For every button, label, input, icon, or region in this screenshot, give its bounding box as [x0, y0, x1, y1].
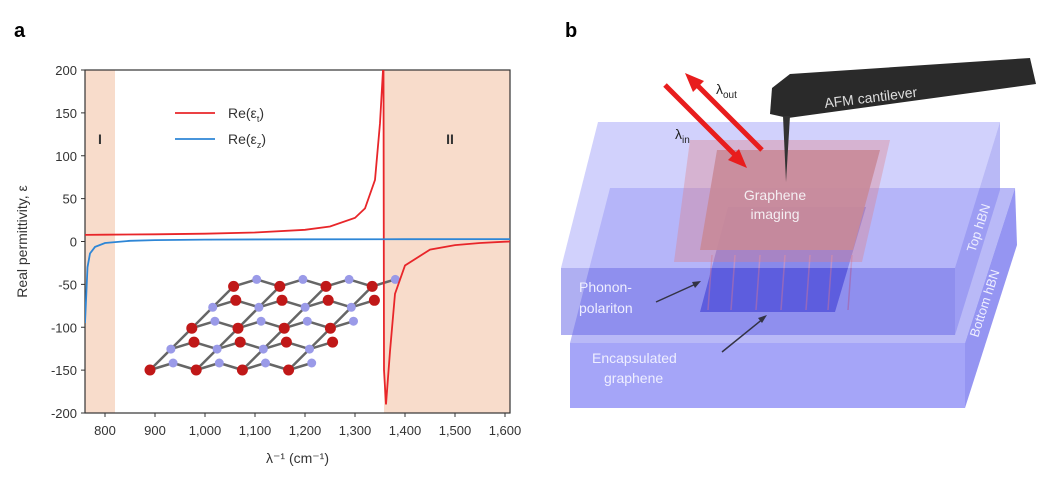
y-axis-title: Real permittivity, ε — [14, 185, 30, 298]
phonon-polariton-label-2: polariton — [579, 300, 633, 316]
pointer-arrowhead-icon — [758, 315, 767, 323]
nitrogen-atom — [256, 316, 266, 326]
graphene-imaging-label-1: Graphene — [744, 187, 806, 203]
boron-atom — [190, 364, 202, 376]
afm-cantilever — [770, 58, 1036, 118]
y-tick-label: -200 — [51, 406, 77, 421]
boron-atom — [234, 336, 246, 348]
boron-atom — [276, 294, 288, 306]
nitrogen-atom — [302, 316, 312, 326]
boron-atom — [188, 336, 200, 348]
lambda-out-label: λout — [716, 81, 737, 101]
nitrogen-atom — [305, 344, 314, 354]
legend-label-z: Re(εz) — [228, 131, 266, 150]
x-tick-label: 800 — [94, 423, 116, 438]
nitrogen-atom — [346, 302, 356, 312]
series-line-t — [85, 70, 510, 405]
cantilever-tip — [783, 116, 790, 182]
y-tick-label: -100 — [51, 320, 77, 335]
x-axis-title: λ⁻¹ (cm⁻¹) — [266, 450, 329, 466]
nitrogen-atom — [168, 358, 178, 368]
top-hbn-side-face — [955, 122, 1000, 335]
nitrogen-atom — [344, 274, 354, 284]
nitrogen-atom — [210, 316, 220, 326]
boron-atom — [283, 364, 295, 376]
y-tick-label: 100 — [55, 149, 77, 164]
graphene-imaging-sheet — [700, 150, 880, 250]
outgoing-beam — [692, 80, 764, 152]
nitrogen-atom — [208, 302, 218, 312]
pointer-arrow — [655, 282, 699, 303]
top-hbn-front-face — [561, 268, 955, 335]
nitrogen-atom — [307, 358, 317, 368]
nitrogen-atom — [214, 358, 224, 368]
device-schematic: Graphene imaging AFM cantilever λout λin… — [561, 58, 1036, 408]
nitrogen-atom — [212, 344, 222, 354]
boron-atom — [327, 336, 339, 348]
nitrogen-atom — [390, 274, 400, 284]
x-tick-label: 1,600 — [489, 423, 522, 438]
y-tick-label: 50 — [63, 192, 77, 207]
boron-atom — [232, 322, 244, 334]
pointer-arrow — [721, 317, 765, 353]
panel-label-a: a — [14, 20, 26, 42]
hbn-lattice-inset — [144, 274, 400, 376]
boron-atom — [236, 364, 248, 376]
boron-atom — [322, 294, 334, 306]
panel-label-b: b — [565, 20, 577, 42]
x-tick-label: 1,400 — [389, 423, 422, 438]
bottom-hbn-side-face — [965, 188, 1017, 408]
boron-atom — [144, 364, 156, 376]
incident-beam — [663, 83, 740, 160]
x-tick-label: 1,000 — [189, 423, 222, 438]
series-line-z — [85, 238, 510, 324]
x-tick-label: 900 — [144, 423, 166, 438]
boron-atom — [186, 322, 198, 334]
x-tick-label: 1,100 — [239, 423, 272, 438]
nitrogen-atom — [300, 302, 310, 312]
encapsulated-graphene-label-1: Encapsulated — [592, 350, 677, 366]
y-tick-label: 150 — [55, 106, 77, 121]
nitrogen-atom — [349, 316, 358, 326]
outgoing-arrowhead-icon — [685, 73, 704, 92]
boron-atom — [368, 294, 380, 306]
nitrogen-atom — [254, 302, 264, 312]
y-tick-label: -150 — [51, 363, 77, 378]
nitrogen-atom — [298, 274, 308, 284]
y-tick-label: -50 — [58, 277, 77, 292]
pointer-arrowhead-icon — [692, 281, 701, 288]
nitrogen-atom — [252, 274, 262, 284]
legend-label-t: Re(εt) — [228, 105, 264, 124]
nitrogen-atom — [261, 358, 270, 368]
encapsulated-graphene-label-2: graphene — [604, 370, 663, 386]
x-tick-label: 1,300 — [339, 423, 372, 438]
y-tick-label: 200 — [55, 63, 77, 78]
incident-arrowhead-icon — [728, 149, 747, 168]
phonon-polariton-label-1: Phonon- — [579, 279, 632, 295]
region-label: II — [446, 131, 454, 147]
boron-atom — [366, 280, 378, 292]
nitrogen-atom — [258, 344, 268, 354]
nitrogen-atom — [166, 344, 176, 354]
x-tick-label: 1,500 — [439, 423, 472, 438]
graphene-imaging-label-2: imaging — [750, 206, 799, 222]
boron-atom — [228, 280, 240, 292]
boron-atom — [230, 294, 242, 306]
region-I — [85, 70, 115, 413]
region-label: I — [98, 131, 102, 147]
boron-atom — [280, 336, 292, 348]
boron-atom — [278, 322, 290, 334]
bottom-hbn-front-face — [570, 343, 965, 408]
boron-atom — [274, 280, 286, 292]
region-II — [384, 70, 510, 413]
y-tick-label: 0 — [70, 235, 77, 250]
boron-atom — [320, 280, 332, 292]
x-tick-label: 1,200 — [289, 423, 322, 438]
boron-atom — [324, 322, 336, 334]
lambda-in-label: λin — [675, 126, 690, 146]
